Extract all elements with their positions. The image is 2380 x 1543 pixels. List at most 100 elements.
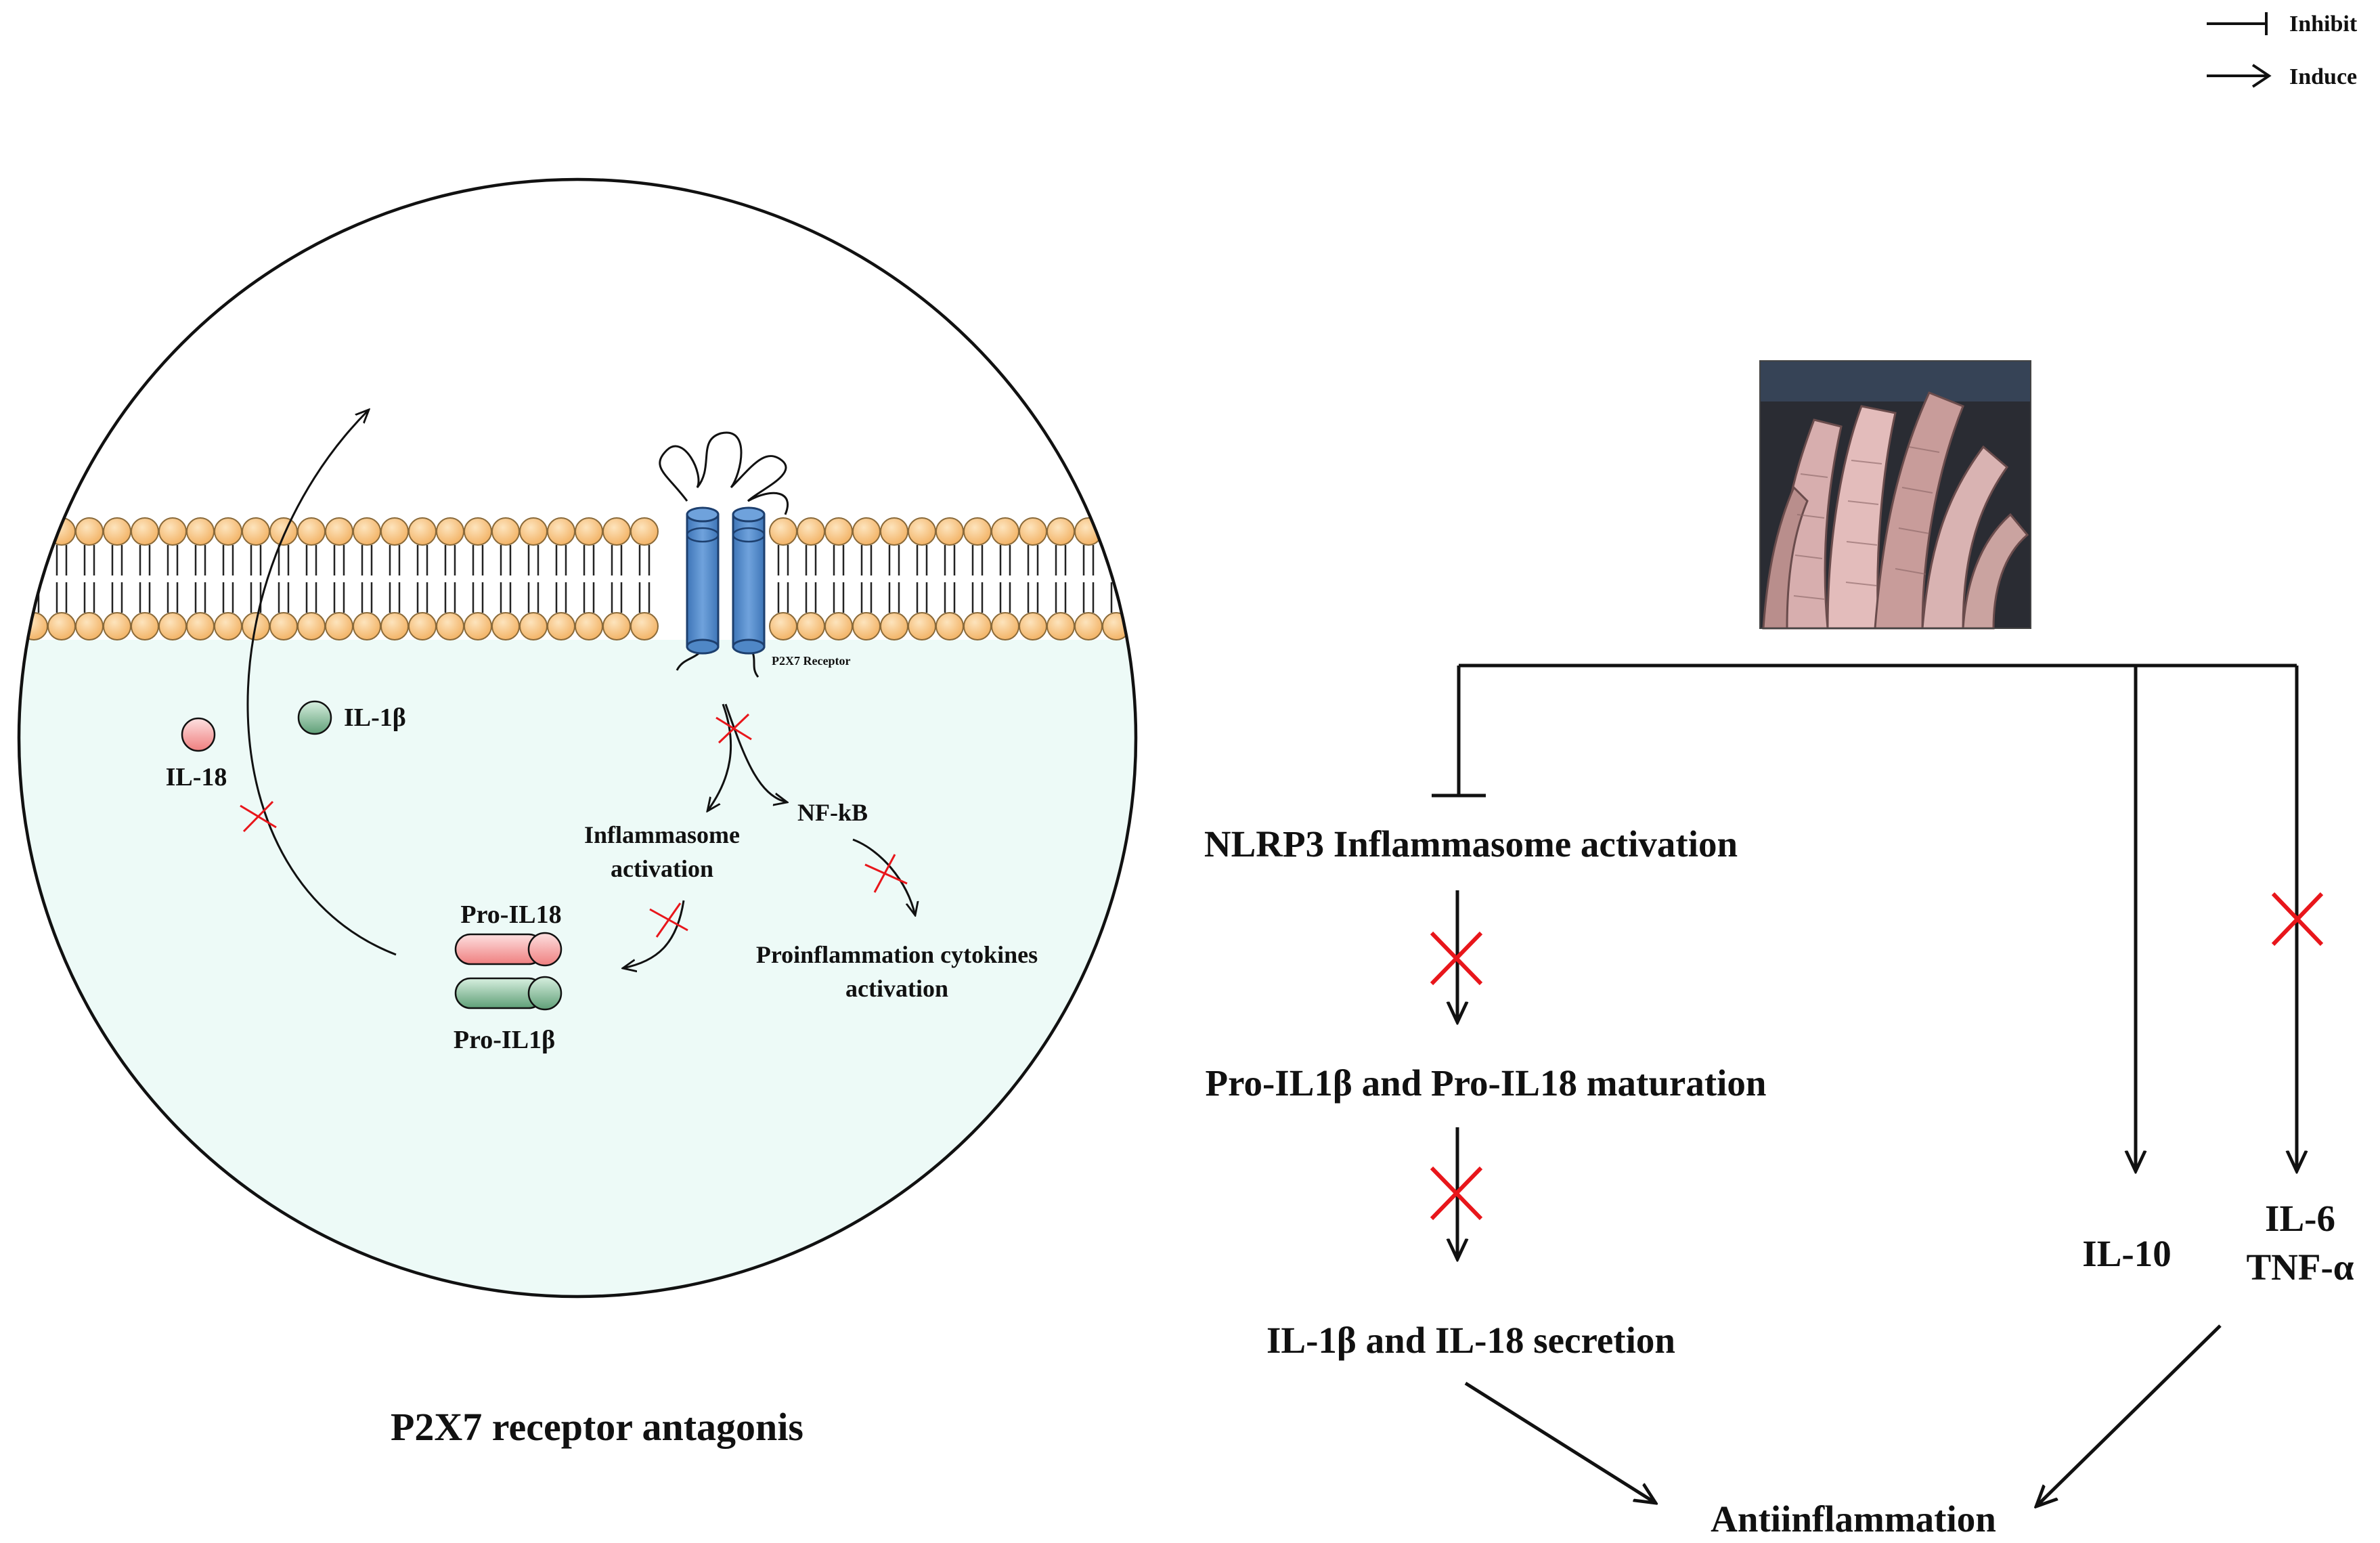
il18-particle xyxy=(181,717,216,752)
lipid-head xyxy=(519,517,548,546)
cytokines-label-line1: Proinflammation cytokines xyxy=(756,941,1038,968)
secretion-label: IL-1β and IL-18 secretion xyxy=(1266,1320,1675,1361)
block-marks-cell xyxy=(240,713,908,938)
block-x-il6 xyxy=(2271,892,2324,947)
lipid-head xyxy=(852,612,881,640)
to-inflammasome-arrow xyxy=(707,703,732,811)
legend-induce-label: Induce xyxy=(2289,64,2357,89)
lipid-head xyxy=(630,517,659,546)
lipid-head xyxy=(824,517,853,546)
lipid-head xyxy=(547,612,575,640)
lipid-head xyxy=(464,612,492,640)
lipid-head xyxy=(380,612,409,640)
receptor-subunit-left xyxy=(686,513,720,648)
il1b-particle xyxy=(297,700,332,735)
lipid-head xyxy=(519,612,548,640)
lipid-head xyxy=(408,612,437,640)
lipid-head xyxy=(1074,612,1103,640)
cell-circle xyxy=(17,177,1138,1299)
p2x7-receptor: P2X7 Receptor xyxy=(659,431,850,678)
lipid-head xyxy=(908,517,936,546)
lipid-head xyxy=(408,517,437,546)
lipid-head xyxy=(214,612,242,640)
induce-legend-icon xyxy=(2207,64,2272,88)
to-nfkb-arrow xyxy=(724,703,787,802)
cytoplasm xyxy=(19,640,1136,1297)
lipid-head xyxy=(353,612,381,640)
to-cytokines-arrow xyxy=(852,838,915,915)
legend-inhibit-label: Inhibit xyxy=(2289,12,2358,37)
lipid-head xyxy=(353,517,381,546)
lipid-head xyxy=(158,517,187,546)
lipid-head xyxy=(131,612,159,640)
lipid-head xyxy=(575,517,603,546)
nlrp3-label: NLRP3 Inflammasome activation xyxy=(1204,823,1738,865)
lipid-head xyxy=(852,517,881,546)
block-x-receptor xyxy=(715,713,752,744)
lipid-head xyxy=(158,612,187,640)
lipid-head xyxy=(436,517,464,546)
lipid-head xyxy=(908,612,936,640)
il6-to-outcome-arrow xyxy=(2036,1324,2222,1506)
lipid-head xyxy=(769,517,797,546)
block-marks-pathway xyxy=(1430,892,2324,1221)
lipid-head xyxy=(630,612,659,640)
lipid-head xyxy=(75,612,104,640)
lipid-head xyxy=(269,612,298,640)
sponge-photo xyxy=(1759,360,2031,630)
il6-label: IL-6 xyxy=(2265,1198,2335,1239)
lipid-head xyxy=(297,517,326,546)
tnf-label: TNF-α xyxy=(2246,1246,2354,1288)
lipid-head xyxy=(20,612,48,640)
lipid-head xyxy=(297,612,326,640)
to-pro-cytokines-arrow xyxy=(623,900,685,968)
lipid-head xyxy=(436,612,464,640)
lipid-head xyxy=(380,517,409,546)
lipid-head xyxy=(491,517,520,546)
lipid-head xyxy=(269,517,298,546)
lipid-head xyxy=(242,517,270,546)
lipid-head xyxy=(602,517,631,546)
lipid-head xyxy=(464,517,492,546)
receptor-label: P2X7 Receptor xyxy=(772,654,850,668)
lipid-head xyxy=(935,517,964,546)
lipid-head xyxy=(75,517,104,546)
legend: Inhibit Induce xyxy=(2207,12,2358,89)
pro-il18-label: Pro-IL18 xyxy=(460,900,561,929)
maturation-label: Pro-IL1β and Pro-IL18 maturation xyxy=(1205,1062,1766,1104)
outcome-label: Antiinflammation xyxy=(1711,1498,1996,1540)
nfkb-label: NF-kB xyxy=(797,799,868,826)
lipid-head xyxy=(186,517,215,546)
inflammasome-label-line1: Inflammasome xyxy=(584,821,740,848)
lipid-head xyxy=(325,612,353,640)
lipid-head xyxy=(1102,517,1130,546)
lipid-head xyxy=(47,612,76,640)
cytokine-release-arrow xyxy=(246,410,397,956)
lipid-head xyxy=(1074,517,1103,546)
lipid-head xyxy=(602,612,631,640)
lipid-head xyxy=(103,517,131,546)
cytokines-label-line2: activation xyxy=(845,975,948,1002)
il10-label: IL-10 xyxy=(2082,1233,2171,1274)
block-x-release xyxy=(240,800,277,833)
block-x-maturation xyxy=(649,903,688,938)
block-x-maturation-step xyxy=(1430,1166,1483,1221)
pro-il1b-label: Pro-IL1β xyxy=(454,1026,555,1054)
lipid-head xyxy=(1019,612,1047,640)
block-x-cytokines xyxy=(864,854,908,893)
il18-label: IL-18 xyxy=(166,763,227,791)
inflammasome-label-line2: activation xyxy=(611,855,713,882)
lipid-head xyxy=(991,612,1019,640)
cell-caption: P2X7 receptor antagonis xyxy=(391,1405,803,1449)
lipid-head xyxy=(186,612,215,640)
pro-il18-molecule xyxy=(454,932,563,967)
lipid-head xyxy=(824,612,853,640)
lipid-head xyxy=(880,612,908,640)
lipid-head xyxy=(214,517,242,546)
lipid-head xyxy=(1046,517,1075,546)
lipid-head xyxy=(963,612,992,640)
block-x-nlrp3 xyxy=(1430,931,1483,986)
lipid-head xyxy=(547,517,575,546)
lipid-head xyxy=(797,517,825,546)
lipid-head xyxy=(769,612,797,640)
